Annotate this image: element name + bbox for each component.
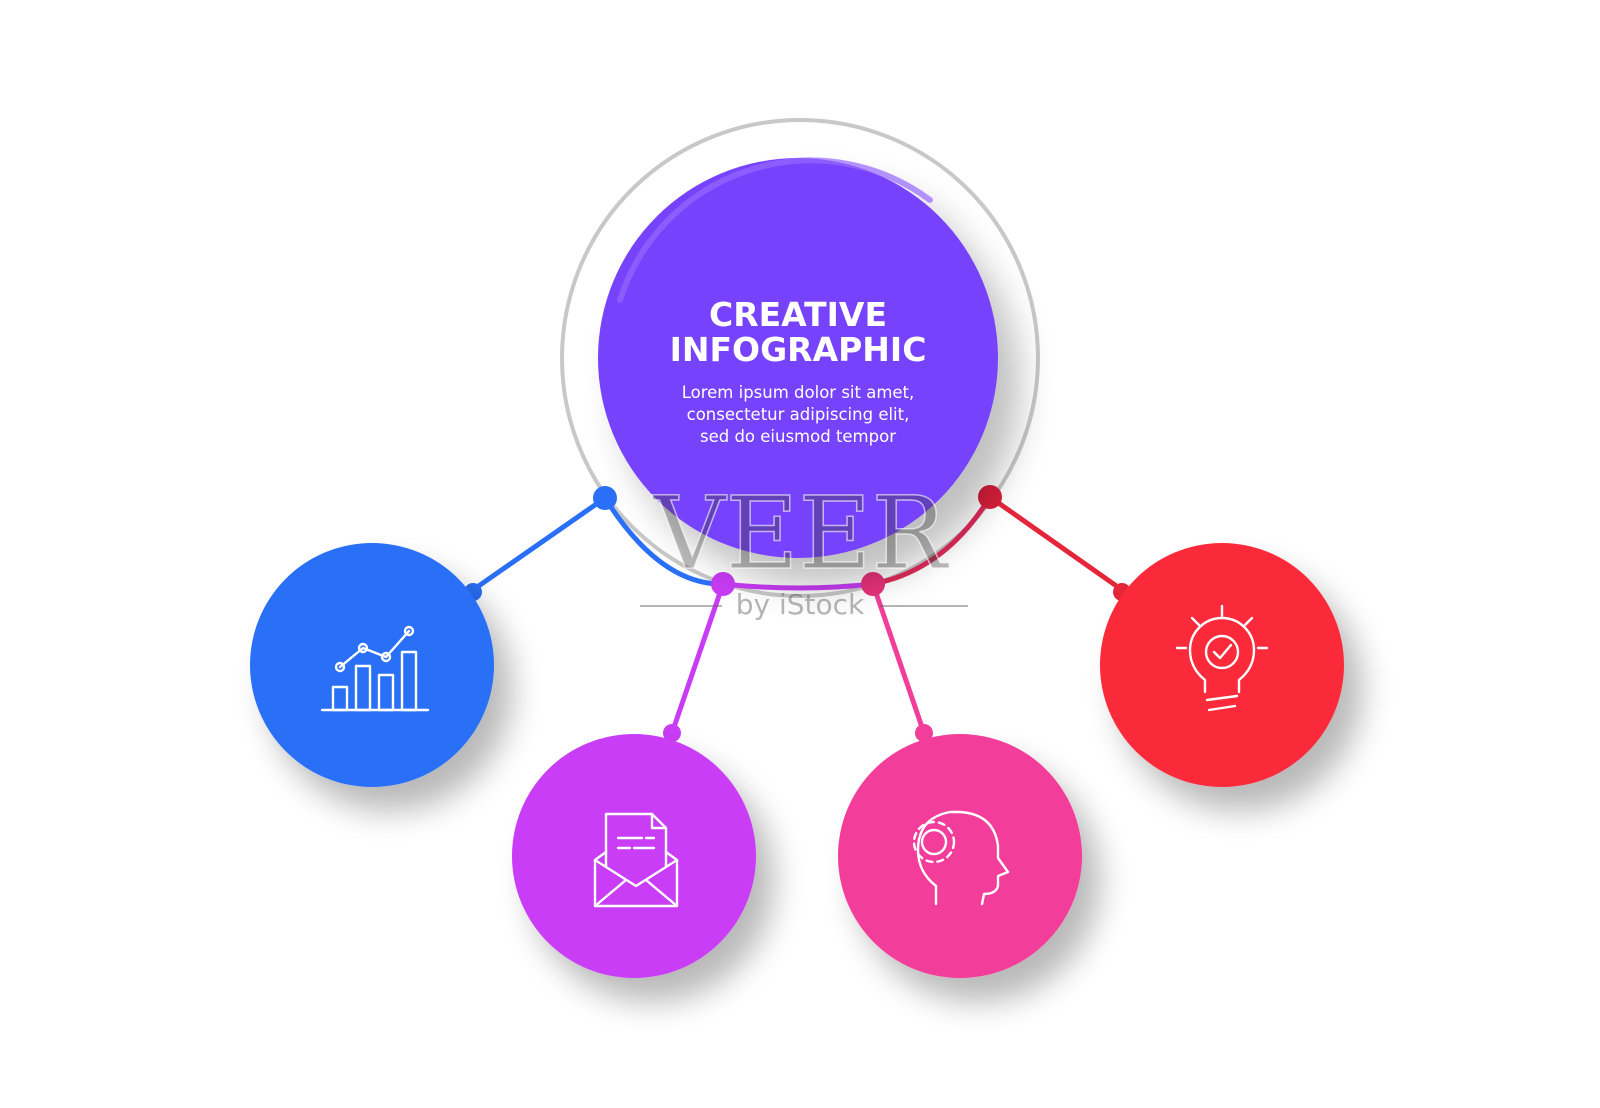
hub-body-line3: sed do eiusmod tempor bbox=[700, 427, 896, 446]
watermark-veer: VEER bbox=[652, 475, 949, 592]
connector-red-arc bbox=[870, 494, 993, 587]
connector-red bbox=[987, 494, 1128, 595]
hub-outer-ring bbox=[560, 118, 1040, 598]
connector-pink bbox=[870, 581, 927, 736]
connector-blue-arc bbox=[602, 495, 726, 587]
node-lightbulb bbox=[1100, 543, 1344, 787]
node-chart bbox=[250, 543, 494, 787]
node-chart-circle bbox=[250, 543, 494, 787]
hub-body-line1: Lorem ipsum dolor sit amet, bbox=[682, 383, 915, 402]
connector-magenta-arc bbox=[720, 581, 876, 591]
node-gear-head bbox=[838, 734, 1082, 978]
node-envelope-circle bbox=[512, 734, 756, 978]
dot-blue-top bbox=[593, 486, 617, 510]
dot-pink-top bbox=[861, 572, 885, 596]
lightbulb-check-icon bbox=[1175, 604, 1269, 712]
dot-pink-node bbox=[915, 724, 933, 742]
hub-highlight bbox=[617, 157, 933, 303]
gear-head-icon bbox=[912, 810, 1010, 906]
envelope-document-icon bbox=[593, 812, 679, 908]
watermark-istock: by iStock bbox=[736, 588, 865, 621]
hub-title-line2: INFOGRAPHIC bbox=[670, 330, 927, 369]
dot-purple-top bbox=[711, 572, 735, 596]
node-gear-head-circle bbox=[838, 734, 1082, 978]
node-lightbulb-circle bbox=[1100, 543, 1344, 787]
bar-chart-icon bbox=[320, 625, 430, 712]
dot-red-top bbox=[978, 485, 1002, 509]
hub-body-line2: consectetur adipiscing elit, bbox=[687, 405, 910, 424]
hub-title-line1: CREATIVE bbox=[709, 295, 887, 334]
node-envelope bbox=[512, 734, 756, 978]
dot-purple-node bbox=[663, 724, 681, 742]
hub bbox=[598, 157, 998, 558]
connector-purple bbox=[669, 581, 726, 736]
hub-circle bbox=[598, 158, 998, 558]
connector-blue bbox=[467, 495, 608, 595]
connectors bbox=[467, 494, 1128, 736]
